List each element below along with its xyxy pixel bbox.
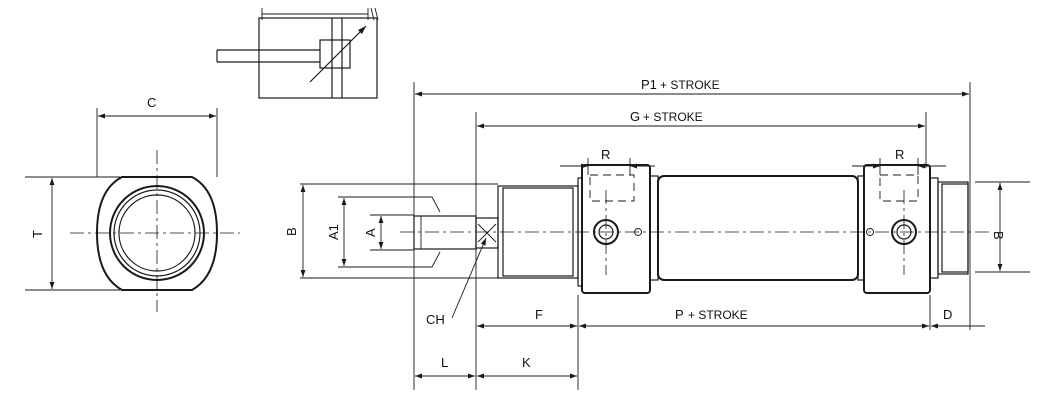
- dim-label-k: K: [522, 355, 531, 370]
- dim-label-r-right: R: [895, 147, 904, 162]
- side-view: [400, 164, 990, 294]
- dim-label-d: D: [943, 307, 952, 322]
- dimension-lines: [300, 91, 1003, 379]
- dim-label-f: F: [535, 307, 543, 322]
- dim-label-p1-suffix: + STROKE: [660, 78, 720, 92]
- extension-lines: [300, 82, 1030, 390]
- dim-label-p: P: [675, 307, 684, 322]
- dim-label-ch: CH: [426, 312, 445, 327]
- pneumatic-symbol: [216, 7, 379, 99]
- end-view: [25, 108, 240, 312]
- dim-label-r-left: R: [601, 147, 610, 162]
- dim-label-t: T: [30, 230, 45, 238]
- dim-label-c: C: [147, 95, 156, 110]
- dim-label-g-suffix: + STROKE: [643, 110, 703, 124]
- dim-label-a1: A1: [326, 224, 341, 240]
- dim-label-b-right: B: [991, 231, 1006, 240]
- dim-label-a: A: [363, 228, 378, 237]
- dim-label-l: L: [441, 355, 448, 370]
- dim-label-g: G: [630, 109, 640, 124]
- dim-label-b-left: B: [284, 227, 299, 236]
- dim-label-p1: P1: [641, 77, 657, 92]
- dim-label-p-suffix: + STROKE: [688, 308, 748, 322]
